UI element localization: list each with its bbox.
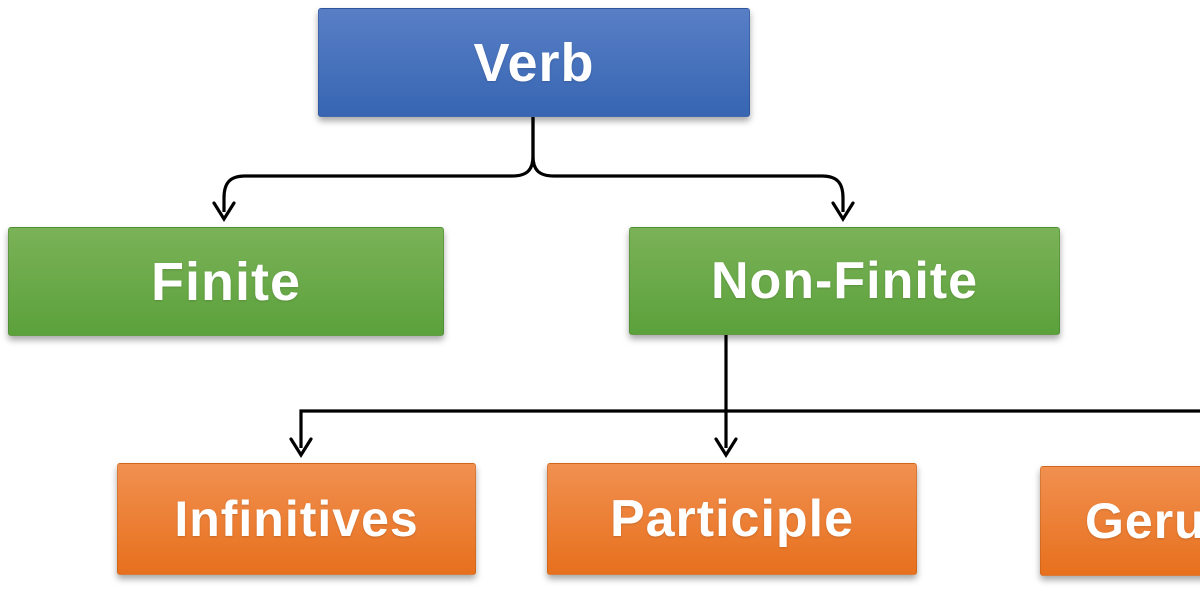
arrowhead-non-finite	[831, 201, 855, 223]
arrowhead-participle	[714, 437, 738, 459]
arrowhead-finite	[212, 201, 236, 223]
connector-verb-to-finite	[222, 117, 535, 212]
node-participle-label: Participle	[609, 490, 855, 548]
node-infinitives: Infinitives	[117, 463, 476, 575]
node-gerund: Gerund	[1040, 466, 1200, 576]
node-infinitives-label: Infinitives	[174, 491, 419, 547]
arrowhead-infinitives	[289, 437, 313, 459]
connector-verb-to-non-finite	[531, 117, 845, 212]
node-non-finite: Non-Finite	[629, 227, 1060, 335]
node-finite: Finite	[8, 227, 444, 336]
node-finite-label: Finite	[151, 251, 301, 312]
node-non-finite-label: Non-Finite	[710, 252, 979, 310]
connector-non-finite-rail-to-infinitives-and-gerund	[299, 409, 1200, 448]
node-verb: Verb	[318, 8, 750, 117]
node-gerund-label: Gerund	[1085, 493, 1200, 549]
node-verb-label: Verb	[473, 32, 595, 93]
node-participle: Participle	[547, 463, 917, 575]
